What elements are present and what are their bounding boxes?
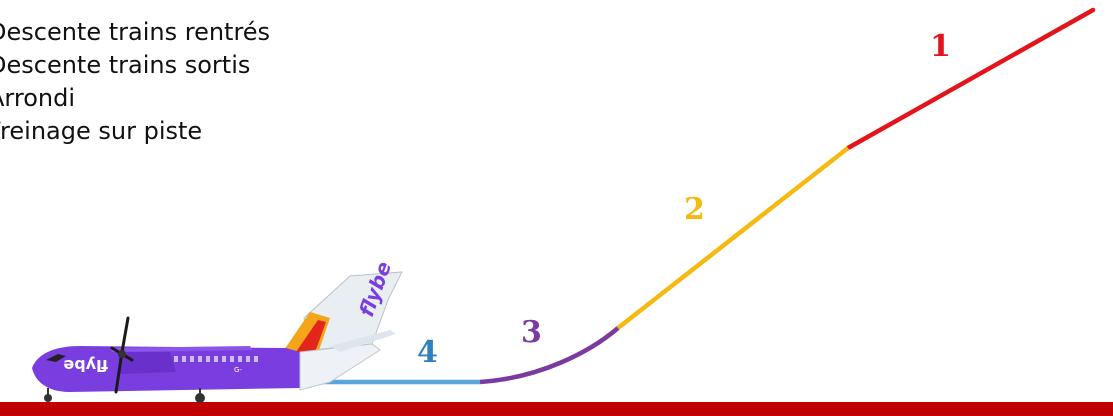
runway [0,402,1113,416]
aircraft-engine-nacelle [118,352,176,374]
phase-legend: Descente trains rentrés Descente trains … [0,16,270,148]
aircraft-cockpit-window [46,354,66,362]
aircraft-stabilizer [330,330,396,352]
propeller-spinner [118,350,126,358]
aircraft-wing [110,346,252,352]
legend-item-descente-trains-rentres: Descente trains rentrés [0,18,271,46]
legend-item-arrondi: Arrondi [0,84,75,112]
segment-1-approach [845,7,1096,151]
legend-item-descente-trains-sortis: Descente trains sortis [0,51,251,79]
phase-number-4: 4 [417,335,438,370]
aircraft-registration: G- [234,366,242,374]
segment-3-flare [479,326,620,385]
segment-2-gear-down [616,146,850,330]
phase-number-1: 1 [930,29,951,64]
aircraft-landing-gear [44,388,205,403]
aircraft-illustration: flybe flybe G- [32,258,403,403]
legend-item-freinage: Freinage sur piste [0,117,203,145]
fuselage-logo: flybe [63,356,108,375]
phase-number-3: 3 [521,315,542,350]
phase-number-2: 2 [684,192,705,227]
